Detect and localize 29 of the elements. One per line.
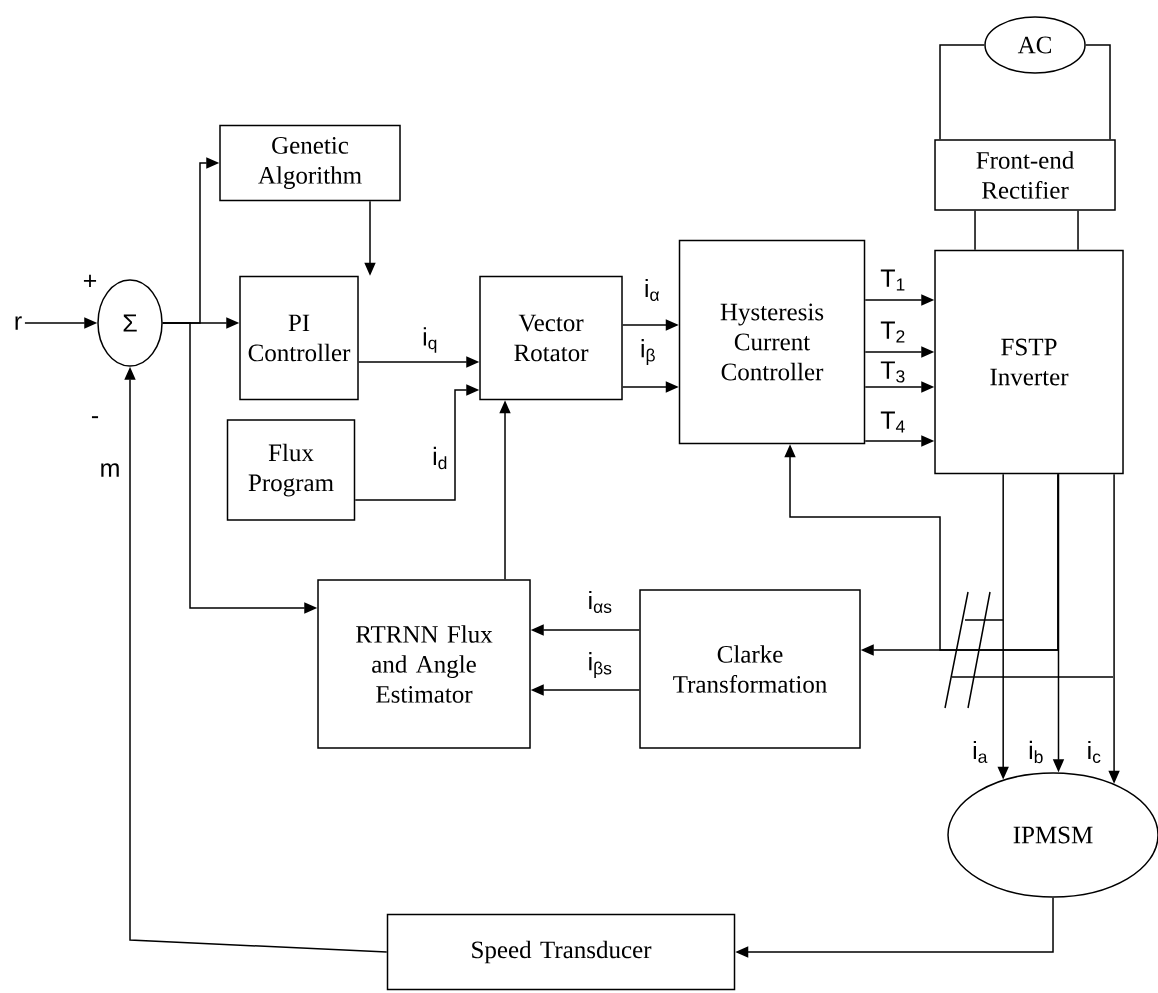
block-box: Flux Program	[226, 419, 356, 521]
edge-label: i$_{b}$	[1029, 740, 1043, 764]
input-label: r	[15, 316, 22, 330]
edge-label: T$_{3}$	[880, 361, 905, 383]
block-box: Genetic Algorithm	[219, 124, 401, 202]
block-box: PI Controller	[239, 275, 359, 401]
summing-junction: Σ	[97, 279, 163, 367]
sign-label: +	[83, 274, 97, 287]
edge-label: i$_{αs}$	[589, 591, 612, 613]
block-box: Front-end Rectifier	[934, 139, 1116, 211]
block-box: Clarke Transformation	[639, 589, 861, 749]
edge-label: i$_{β}$	[641, 339, 655, 365]
block-box: Vector Rotator	[479, 275, 623, 401]
edge-label: T$_{4}$	[880, 411, 905, 433]
block-box: FSTP Inverter	[934, 249, 1124, 475]
ellipse-node: AC	[984, 16, 1086, 74]
sign-label: -	[91, 416, 99, 419]
block-box: Hysteresis Current Controller	[678, 239, 866, 445]
block-box: RTRNN Flux and Angle Estimator	[317, 579, 531, 749]
edge-label: i$_{d}$	[433, 446, 447, 470]
edge-label: i$_{α}$	[645, 279, 660, 301]
edge-label: T$_{1}$	[880, 269, 905, 291]
block-box: Speed Transducer	[386, 913, 736, 991]
edge-label: i$_{βs}$	[589, 652, 612, 678]
edge-label: i$_{c}$	[1088, 741, 1101, 763]
edge-label: m	[101, 463, 119, 477]
edge-label: T$_{2}$	[880, 321, 905, 343]
edge-label: i$_{a}$	[973, 741, 988, 763]
edge-label: i$_{q}$	[423, 327, 437, 353]
